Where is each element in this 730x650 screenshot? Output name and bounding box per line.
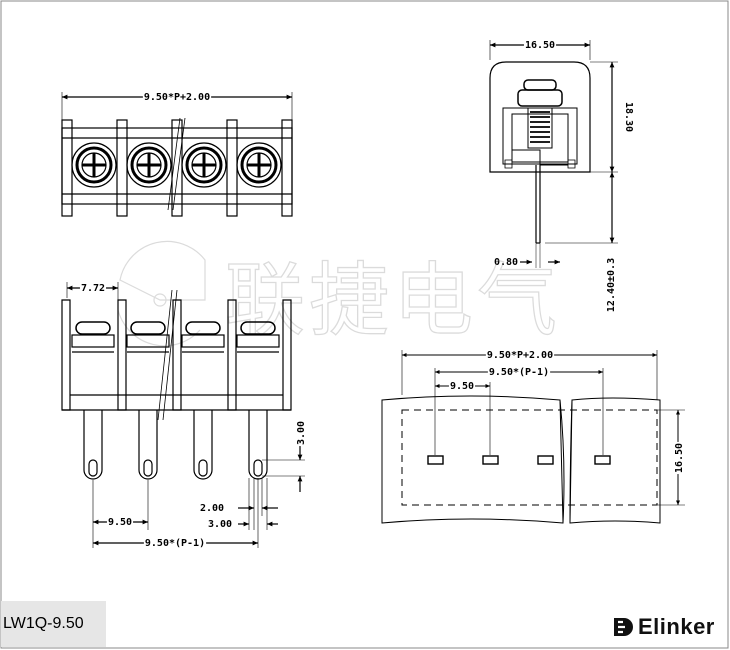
side-width-dim: 16.50 (525, 40, 555, 51)
side-pin-len-dim: 12.40±0.3 (606, 258, 617, 312)
pcb-pitch-dim: 9.50 (450, 381, 474, 392)
elinker-logo-icon (614, 618, 633, 636)
front-hole-dim: 2.00 (200, 503, 224, 514)
screw-head-icon (71, 142, 117, 188)
pad-icon (427, 455, 444, 465)
pad-icon (594, 455, 611, 465)
screw-icon (517, 79, 563, 149)
pad-icon (482, 455, 499, 465)
pcb-overall-dim: 9.50*P+2.00 (487, 350, 553, 361)
model-label: LW1Q-9.50 (1, 601, 106, 647)
dim-label-bg (487, 367, 551, 378)
pin-icon (248, 410, 268, 480)
terminal-screw-icon (71, 321, 115, 353)
front-pitch-dim: 9.50 (108, 517, 132, 528)
front-view: 7.72 3.00 9.50 (61, 282, 307, 549)
screw-head-icon (181, 142, 227, 188)
top-view: 9.50*P+2.00 (61, 92, 293, 217)
pin-icon (138, 410, 158, 480)
terminal-screw-icon (236, 321, 280, 353)
side-height-dim: 18.30 (623, 102, 634, 132)
pin-icon (193, 410, 213, 480)
front-offset-dim: 7.72 (81, 283, 105, 294)
terminal-screw-icon (181, 321, 225, 353)
terminal-screw-icon (126, 321, 170, 353)
watermark: 联捷电气 (117, 240, 561, 348)
screw-head-icon (236, 142, 282, 188)
screw-head-icon (126, 142, 172, 188)
front-slot-dim: 3.00 (296, 421, 307, 445)
dim-label-bg (674, 441, 685, 475)
top-overall-dim: 9.50*P+2.00 (144, 92, 210, 103)
dim-label-bg (206, 519, 234, 530)
side-pin-dia-dim: 0.80 (494, 257, 518, 268)
brand-logo: Elinker (612, 612, 715, 642)
dim-label-bg (606, 256, 617, 314)
side-view: 16.50 18.30 0.80 12.40±0.3 (489, 40, 634, 314)
dim-label-bg (296, 419, 307, 447)
dim-label-bg (448, 381, 476, 392)
dim-label-bg (143, 538, 207, 549)
dim-label-bg (142, 92, 212, 103)
dim-label-bg (106, 517, 134, 528)
brand-name: Elinker (638, 614, 715, 639)
dim-label-bg (79, 283, 107, 294)
dim-label-bg (485, 350, 555, 361)
watermark-text: 联捷电气 (225, 254, 561, 347)
pcb-height-dim: 16.50 (674, 443, 685, 473)
pin-icon (83, 410, 103, 480)
dim-label-bg (523, 40, 557, 51)
dim-label-bg (623, 100, 634, 134)
dim-label-bg (492, 257, 520, 268)
pcb-view: 9.50*P+2.00 9.50*(P-1) 9.50 16.50 (381, 350, 685, 524)
front-pin-w-dim: 3.00 (208, 519, 232, 530)
watermark-logo-icon (117, 240, 206, 347)
pcb-span-dim: 9.50*(P-1) (489, 367, 549, 378)
dim-label-bg (198, 503, 226, 514)
front-span-dim: 9.50*(P-1) (145, 538, 205, 549)
pad-icon (537, 455, 554, 465)
